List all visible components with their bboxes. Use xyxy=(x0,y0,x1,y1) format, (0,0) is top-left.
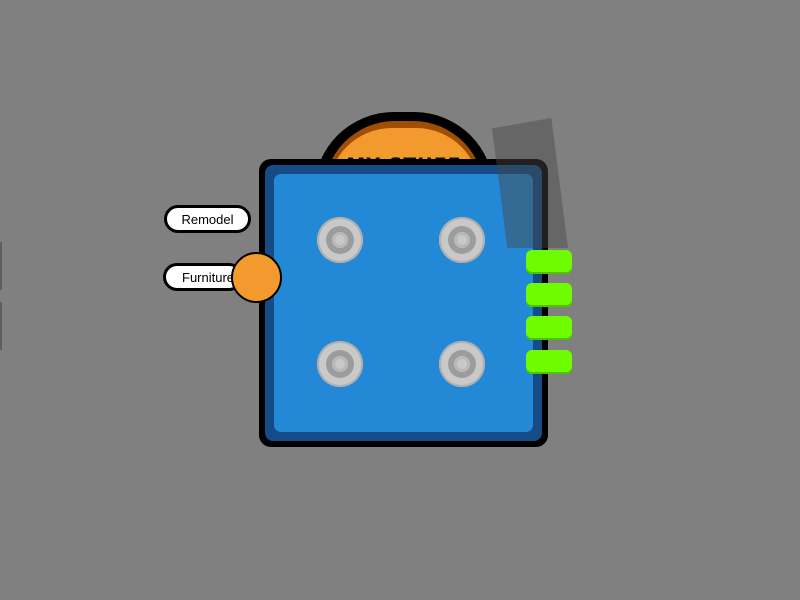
inventory-slot-4[interactable] xyxy=(439,341,485,387)
inventory-panel xyxy=(259,159,548,447)
edge-marker xyxy=(0,242,2,290)
inventory-slot-1[interactable] xyxy=(317,217,363,263)
inventory-slot-2[interactable] xyxy=(439,217,485,263)
furniture-button[interactable]: Furniture xyxy=(163,263,243,291)
panel-rim xyxy=(265,165,542,441)
side-tab-2[interactable] xyxy=(526,283,572,307)
side-tab-1[interactable] xyxy=(526,250,572,274)
side-tab-4[interactable] xyxy=(526,350,572,374)
panel-face xyxy=(274,174,533,432)
edge-marker xyxy=(0,302,2,350)
remodel-button[interactable]: Remodel xyxy=(164,205,251,233)
furniture-selected-indicator[interactable] xyxy=(231,252,282,303)
inventory-slot-3[interactable] xyxy=(317,341,363,387)
side-tab-3[interactable] xyxy=(526,316,572,340)
